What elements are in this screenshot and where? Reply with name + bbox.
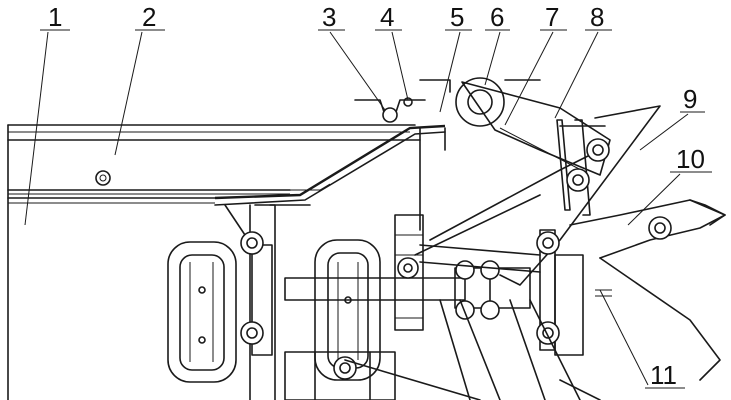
bottom-links: [284, 299, 601, 400]
callout-10: 10: [676, 144, 705, 174]
clamp-hook: [354, 97, 426, 123]
callout-5: 5: [450, 2, 464, 32]
callout-9: 9: [683, 84, 697, 114]
transition-plate: [214, 124, 446, 231]
right-jaw: [569, 199, 726, 381]
leader-lines: [24, 29, 712, 389]
diagonal-arm: [414, 105, 661, 286]
left-handle: [167, 241, 237, 383]
vertical-plate: [556, 119, 606, 216]
callout-11: 11: [650, 360, 677, 390]
callout-labels: 1 2 3 4 5 6 7 8 9 10 11: [48, 2, 705, 390]
upper-beam: [7, 139, 421, 195]
callout-2: 2: [142, 2, 156, 32]
push-rod: [284, 244, 541, 320]
center-handle: [314, 239, 381, 381]
spring-block: [394, 214, 424, 331]
frame-housing: [7, 124, 416, 400]
left-mount: [224, 204, 311, 400]
callout-1: 1: [48, 2, 62, 32]
right-bracket: [536, 229, 584, 356]
callout-8: 8: [590, 2, 604, 32]
callout-3: 3: [322, 2, 336, 32]
callout-4: 4: [380, 2, 394, 32]
callout-6: 6: [490, 2, 504, 32]
callout-7: 7: [545, 2, 559, 32]
main-pivot: [419, 77, 541, 127]
